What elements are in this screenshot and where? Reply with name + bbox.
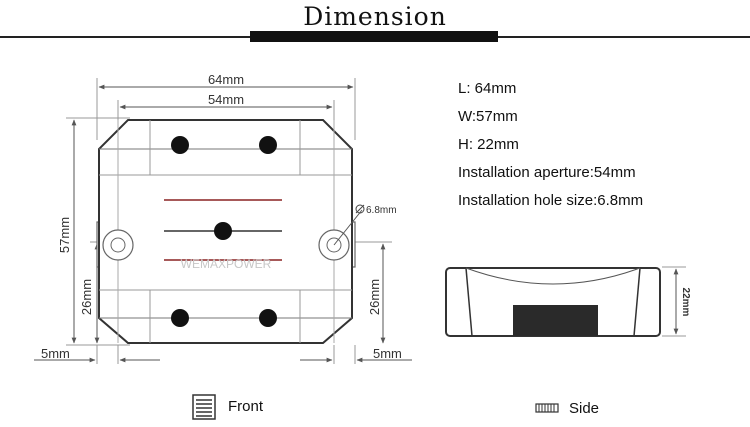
width-label: 64mm — [208, 72, 244, 87]
side-terminal-block — [513, 305, 598, 336]
hole-leader-line — [333, 209, 363, 246]
side-height-label: 22mm — [680, 288, 691, 317]
brand-watermark: WEMAXPOWER — [181, 257, 272, 271]
legend-side-label: Side — [569, 400, 600, 417]
side-view-icon — [535, 403, 559, 413]
terminal-top-left — [171, 136, 189, 154]
title-underline-bar — [250, 31, 498, 42]
front-view: 6.8mm WEMAXPOWER 64mm 54mm 57mm 26mm 26m… — [34, 72, 412, 364]
terminal-top-right — [259, 136, 277, 154]
diameter-icon — [355, 204, 365, 214]
terminal-bottom-left — [171, 309, 189, 327]
left-margin-label: 5mm — [41, 346, 70, 361]
right-margin-label: 5mm — [373, 346, 402, 361]
spec-width: W:57mm — [458, 108, 518, 125]
page-title: Dimension — [303, 2, 447, 31]
right-offset-label: 26mm — [367, 279, 382, 315]
left-offset-label: 26mm — [79, 279, 94, 315]
height-label: 57mm — [57, 217, 72, 253]
aperture-label: 54mm — [208, 92, 244, 107]
spec-height: H: 22mm — [458, 136, 519, 153]
spec-hole-size: Installation hole size:6.8mm — [458, 192, 644, 209]
center-terminal — [214, 222, 232, 240]
terminal-bottom-right — [259, 309, 277, 327]
side-view: 22mm — [445, 266, 691, 337]
legend-front-label: Front — [228, 398, 264, 415]
front-view-icon — [192, 394, 216, 420]
hole-size-label: 6.8mm — [366, 205, 397, 216]
spec-installation-aperture: Installation aperture:54mm — [458, 164, 636, 181]
spec-length: L: 64mm — [458, 80, 517, 97]
